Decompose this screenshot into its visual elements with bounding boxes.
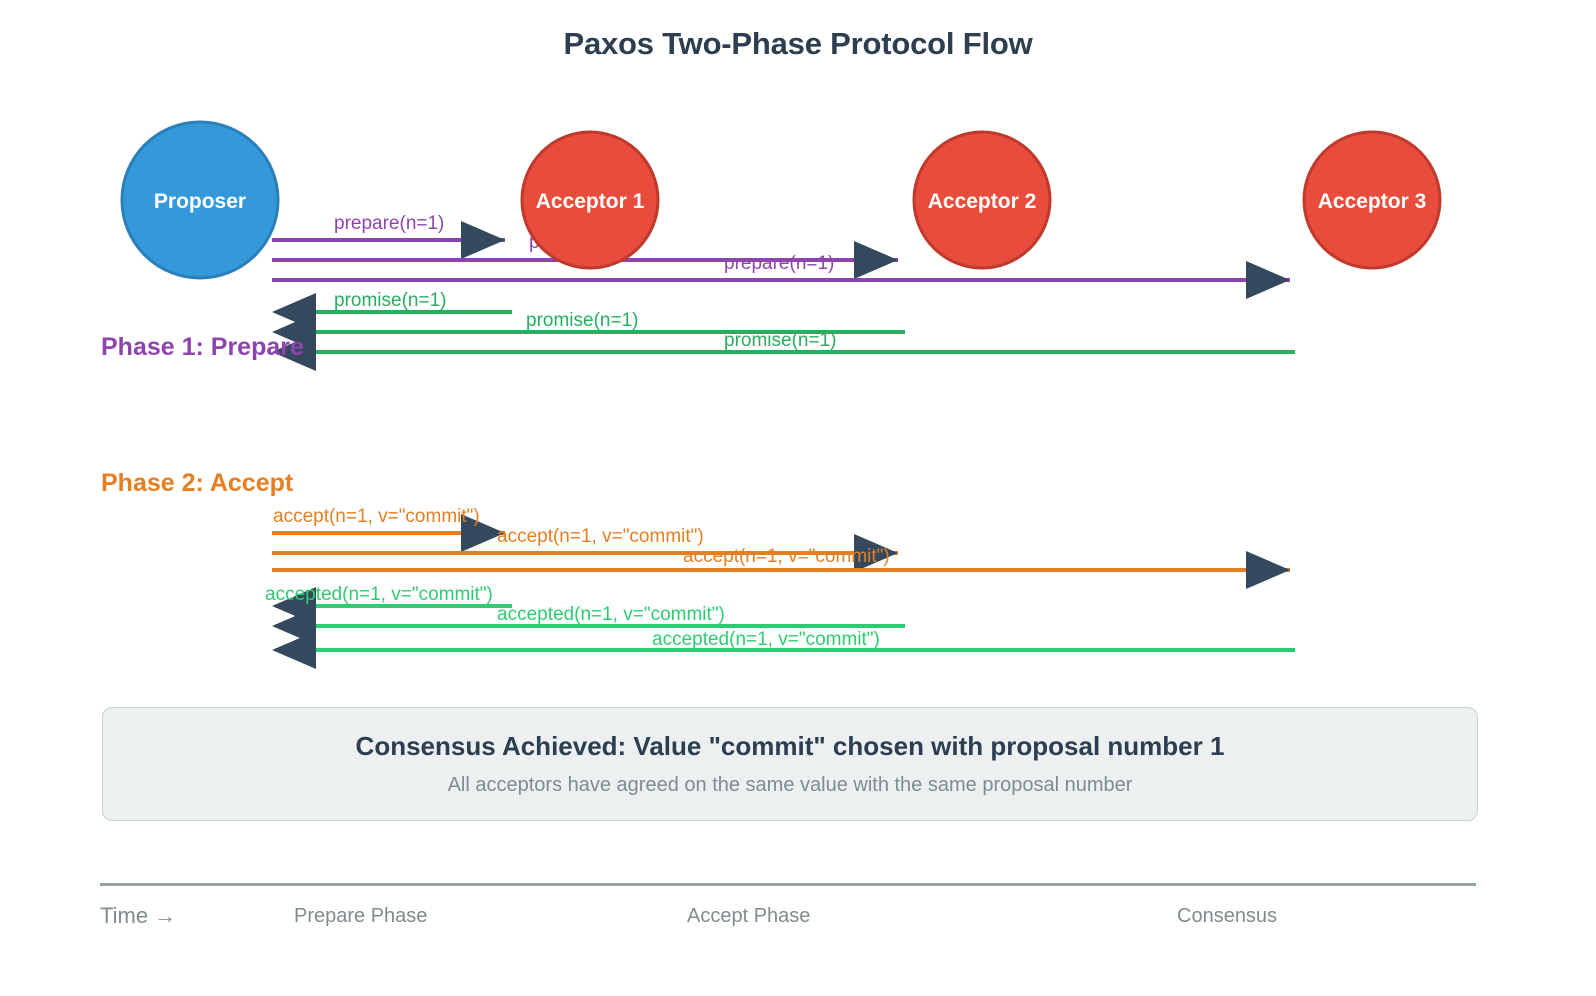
message-accept-2: accept(n=1, v="commit") bbox=[272, 526, 898, 572]
message-accept-1: accept(n=1, v="commit") bbox=[272, 506, 505, 552]
message-prepare-3: prepare(n=1) bbox=[272, 253, 1290, 299]
message-label-promise-2: promise(n=1) bbox=[526, 310, 638, 331]
arrowhead-accepted-3 bbox=[272, 631, 316, 669]
message-promise-3: promise(n=1) bbox=[272, 330, 1295, 371]
phase-label-phase1: Phase 1: Prepare bbox=[101, 333, 304, 361]
message-accepted-3: accepted(n=1, v="commit") bbox=[272, 629, 1295, 669]
arrowhead-prepare-2 bbox=[854, 241, 898, 279]
timeline-mark-prepare-phase: Prepare Phase bbox=[294, 905, 428, 927]
node-circle-proposer[interactable] bbox=[120, 120, 280, 280]
message-label-promise-3: promise(n=1) bbox=[724, 330, 836, 351]
node-label-proposer: Proposer bbox=[154, 190, 246, 213]
message-prepare-1: prepare(n=1) bbox=[272, 213, 505, 259]
node-circle-acceptor1[interactable] bbox=[520, 130, 660, 270]
message-label-prepare-3: prepare(n=1) bbox=[724, 253, 834, 274]
node-proposer[interactable]: Proposer bbox=[120, 120, 280, 280]
message-label-accepted-1: accepted(n=1, v="commit") bbox=[265, 584, 493, 605]
node-circle-acceptor3[interactable] bbox=[1302, 130, 1442, 270]
arrowhead-promise-3 bbox=[272, 333, 316, 371]
messages-layer: prepare(n=1)prepare(n=1)prepare(n=1)prom… bbox=[265, 213, 1295, 669]
timeline-mark-consensus: Consensus bbox=[1177, 905, 1278, 927]
phase-label-phase2: Phase 2: Accept bbox=[101, 469, 294, 497]
message-label-accept-3: accept(n=1, v="commit") bbox=[683, 546, 890, 567]
message-label-accepted-3: accepted(n=1, v="commit") bbox=[652, 629, 880, 650]
nodes-layer: Proposer Acceptor 1 Acceptor 2 Acceptor 3 bbox=[120, 120, 1442, 280]
message-label-accept-2: accept(n=1, v="commit") bbox=[497, 526, 704, 547]
consensus-banner: Consensus Achieved: Value "commit" chose… bbox=[102, 707, 1478, 821]
message-accepted-1: accepted(n=1, v="commit") bbox=[265, 584, 512, 625]
arrowhead-accept-3 bbox=[1246, 551, 1290, 589]
node-acceptor1[interactable]: Acceptor 1 bbox=[520, 130, 660, 270]
arrowhead-accept-1 bbox=[461, 514, 505, 552]
timeline-rule bbox=[100, 883, 1476, 886]
page-title: Paxos Two-Phase Protocol Flow bbox=[563, 26, 1033, 61]
message-label-accepted-2: accepted(n=1, v="commit") bbox=[497, 604, 725, 625]
arrowhead-accepted-2 bbox=[272, 607, 316, 645]
node-circle-acceptor2[interactable] bbox=[912, 130, 1052, 270]
message-label-prepare-1: prepare(n=1) bbox=[334, 213, 444, 234]
message-accept-3: accept(n=1, v="commit") bbox=[272, 546, 1290, 589]
consensus-subtitle: All acceptors have agreed on the same va… bbox=[447, 774, 1133, 796]
node-label-acceptor3: Acceptor 3 bbox=[1318, 190, 1427, 213]
node-label-acceptor1: Acceptor 1 bbox=[536, 190, 645, 213]
arrowhead-prepare-3 bbox=[1246, 261, 1290, 299]
arrowhead-accept-2 bbox=[854, 534, 898, 572]
timeline-axis-label: Time → bbox=[100, 903, 177, 928]
timeline-mark-accept-phase: Accept Phase bbox=[687, 905, 811, 927]
message-accepted-2: accepted(n=1, v="commit") bbox=[272, 604, 905, 645]
arrowhead-prepare-1 bbox=[461, 221, 505, 259]
node-label-acceptor2: Acceptor 2 bbox=[928, 190, 1037, 213]
consensus-title: Consensus Achieved: Value "commit" chose… bbox=[355, 731, 1225, 761]
message-label-accept-1: accept(n=1, v="commit") bbox=[273, 506, 480, 527]
node-acceptor2[interactable]: Acceptor 2 bbox=[912, 130, 1052, 270]
message-label-promise-1: promise(n=1) bbox=[334, 290, 446, 311]
node-acceptor3[interactable]: Acceptor 3 bbox=[1302, 130, 1442, 270]
